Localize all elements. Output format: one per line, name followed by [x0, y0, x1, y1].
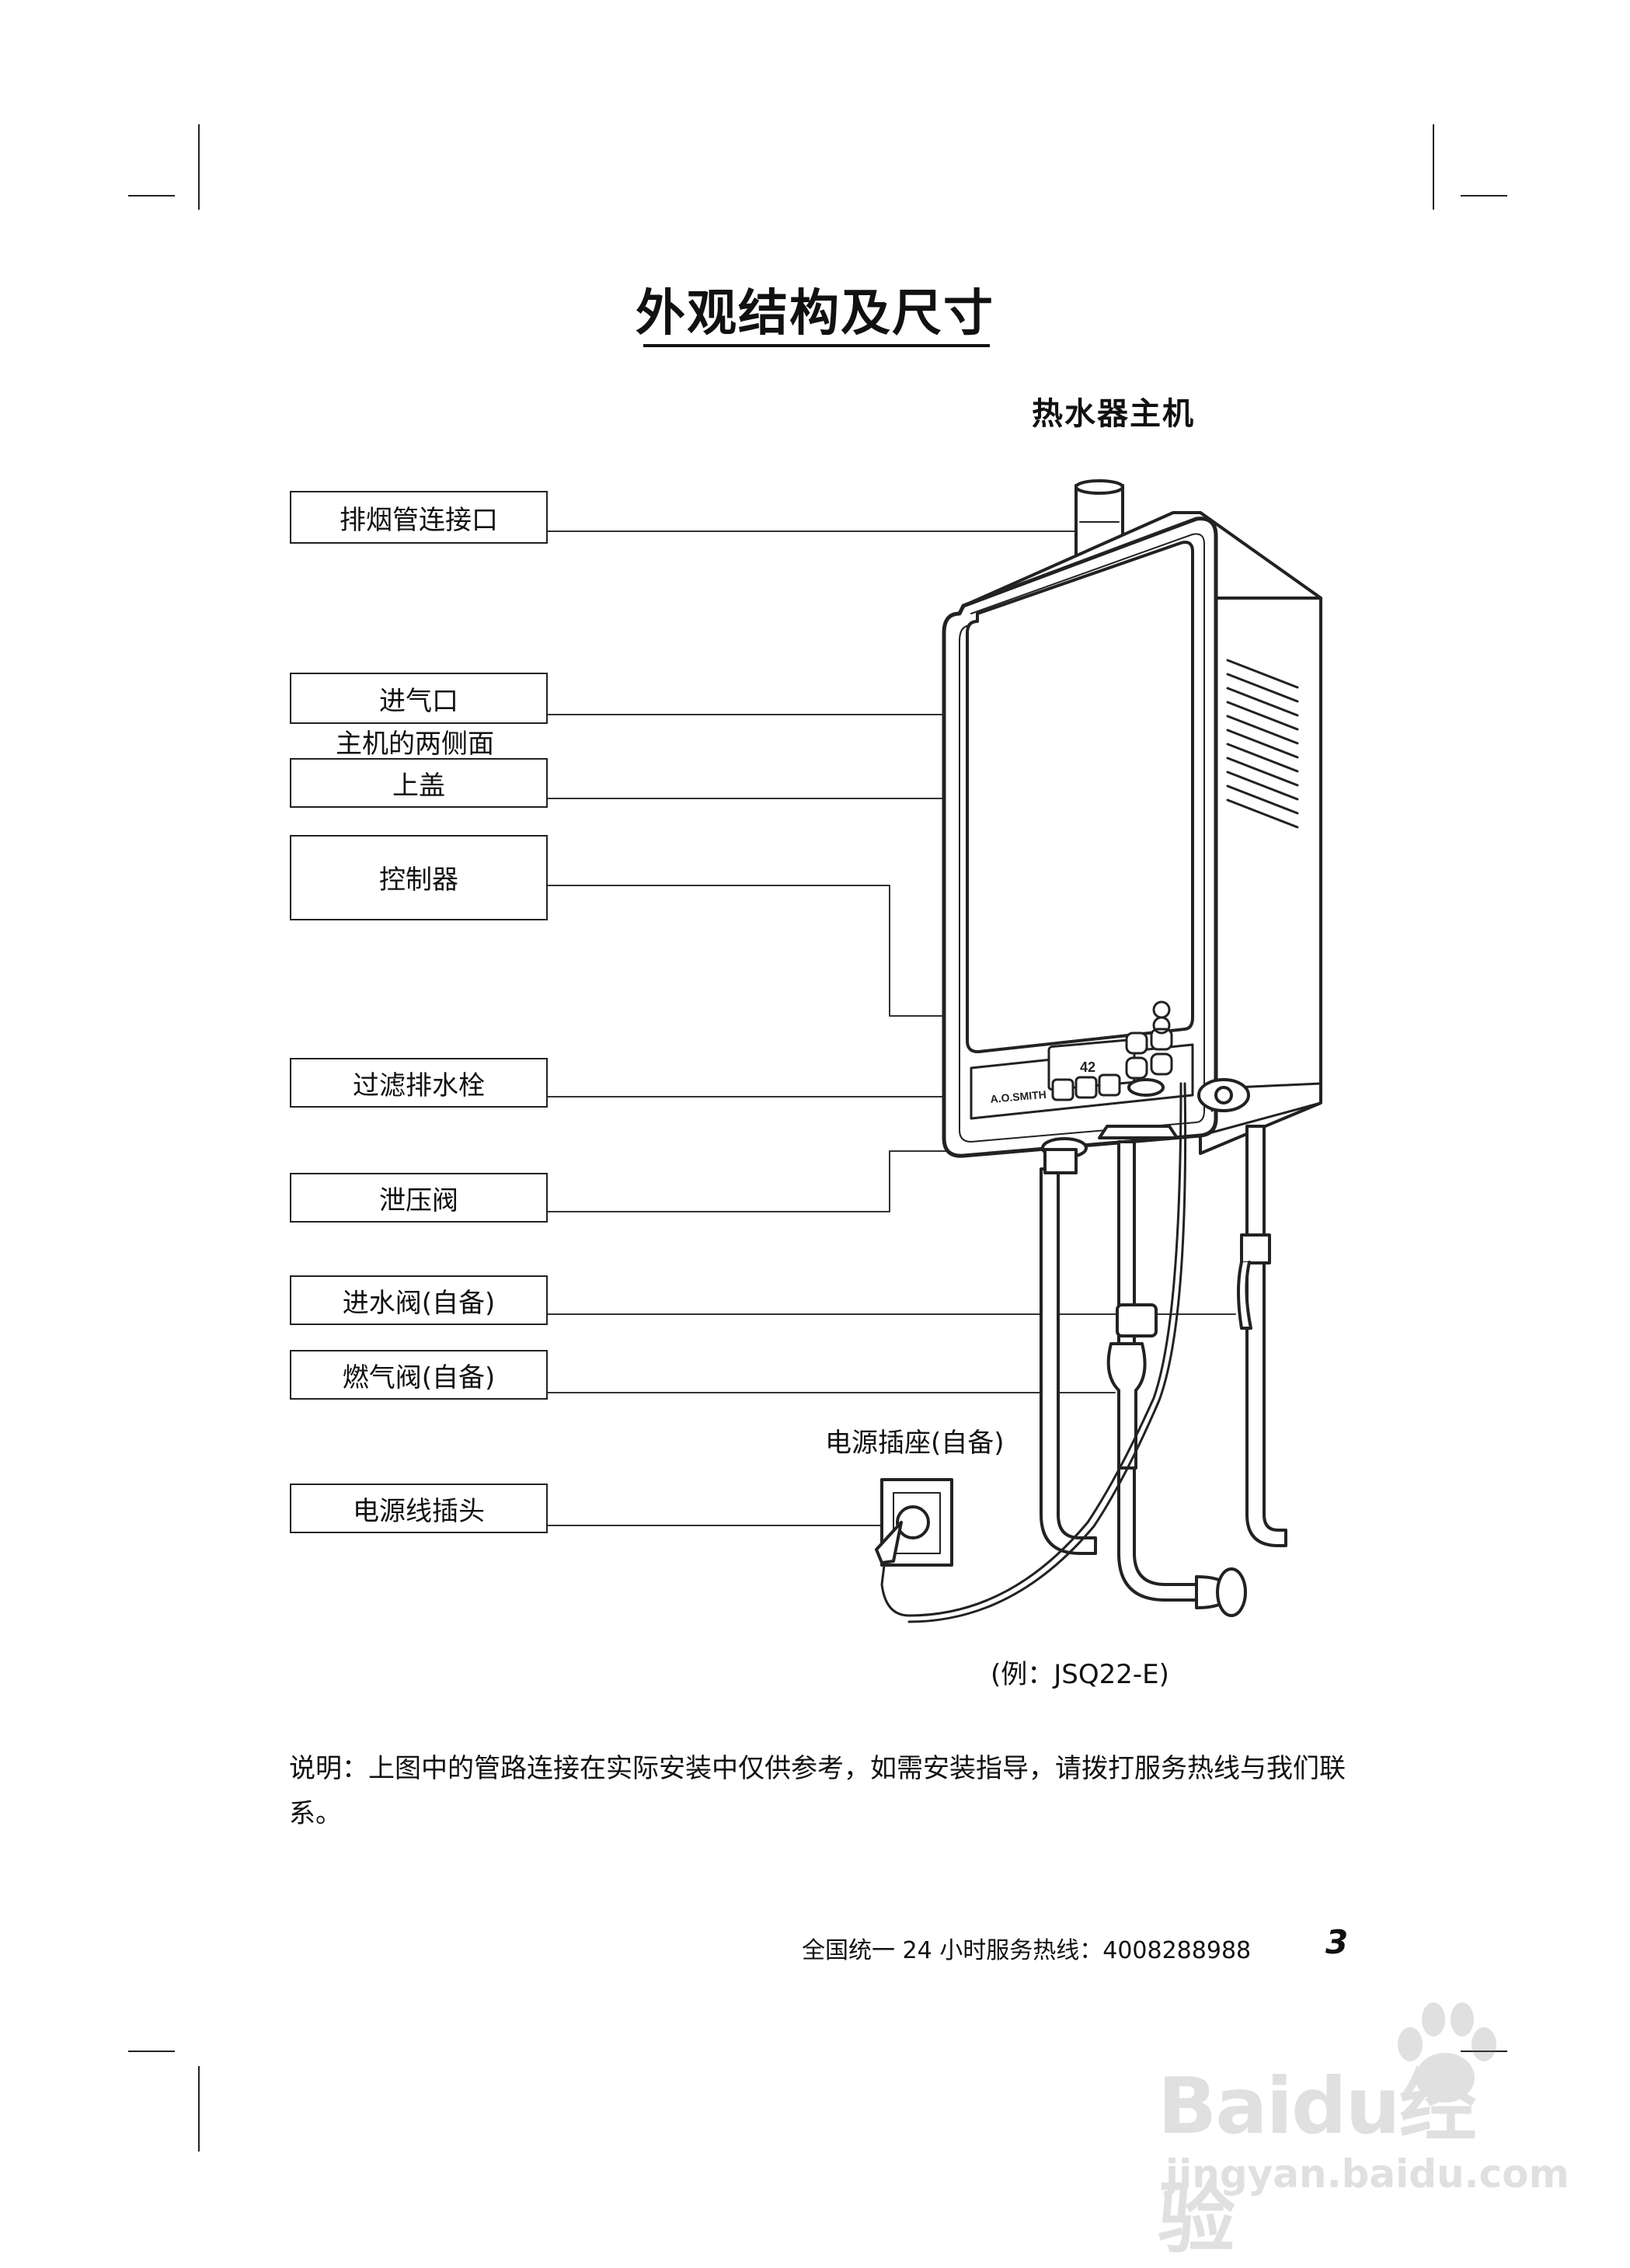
crop-mark [1433, 124, 1434, 210]
device-temp: 42 [1080, 1059, 1095, 1075]
crop-mark [128, 195, 175, 197]
paw-icon [1398, 2002, 1496, 2103]
crop-mark [198, 124, 200, 210]
top-cover-panel [966, 541, 1194, 1054]
control-panel [970, 1000, 1194, 1120]
watermark-brand: Baidu经验 [1158, 2061, 1477, 2264]
label-top-cover: 上盖 [290, 758, 548, 808]
label-relief-valve: 泄压阀 [290, 1173, 548, 1223]
crop-mark [198, 2066, 200, 2151]
title-underline [643, 344, 990, 347]
baidu-watermark: Baidu经验 jingyan.baidu.com [1158, 1996, 1569, 2264]
diagram-caption: (例：JSQ22-E) [991, 1659, 1169, 1690]
heater-front-inner [959, 533, 1205, 1143]
service-hotline: 全国统一 24 小时服务热线：4008288988 [802, 1937, 1252, 1964]
watermark-url: jingyan.baidu.com [1165, 2151, 1569, 2197]
label-filter-drain: 过滤排水栓 [290, 1058, 548, 1108]
label-socket: 电源插座(自备) [825, 1428, 1005, 1459]
wall-socket [875, 1478, 953, 1567]
heater-side [1199, 511, 1322, 1155]
power-cord [880, 1082, 1187, 1623]
crop-mark [1461, 195, 1507, 197]
side-vent [1226, 659, 1299, 829]
label-controller: 控制器 [290, 835, 548, 920]
crop-mark [128, 2051, 175, 2052]
crop-mark [1461, 2051, 1507, 2052]
explanation-note: 说明：上图中的管路连接在实际安装中仅供参考，如需安装指导，请拨打服务热线与我们联… [289, 1753, 1346, 1829]
diagram-subtitle: 热水器主机 [1032, 396, 1195, 432]
label-gas-valve: 燃气阀(自备) [290, 1350, 548, 1400]
page-title: 外观结构及尺寸 [636, 285, 994, 343]
label-flue-connector: 排烟管连接口 [290, 491, 548, 544]
device-brand: A.O.SMITH [990, 1088, 1047, 1105]
pipes [1040, 1078, 1287, 1617]
label-air-inlet: 进气口 [290, 673, 548, 724]
label-air-inlet-note: 主机的两侧面 [336, 729, 494, 760]
page-number: 3 [1325, 1923, 1349, 1961]
label-water-valve: 进水阀(自备) [290, 1275, 548, 1325]
label-power-plug: 电源线插头 [290, 1484, 548, 1533]
